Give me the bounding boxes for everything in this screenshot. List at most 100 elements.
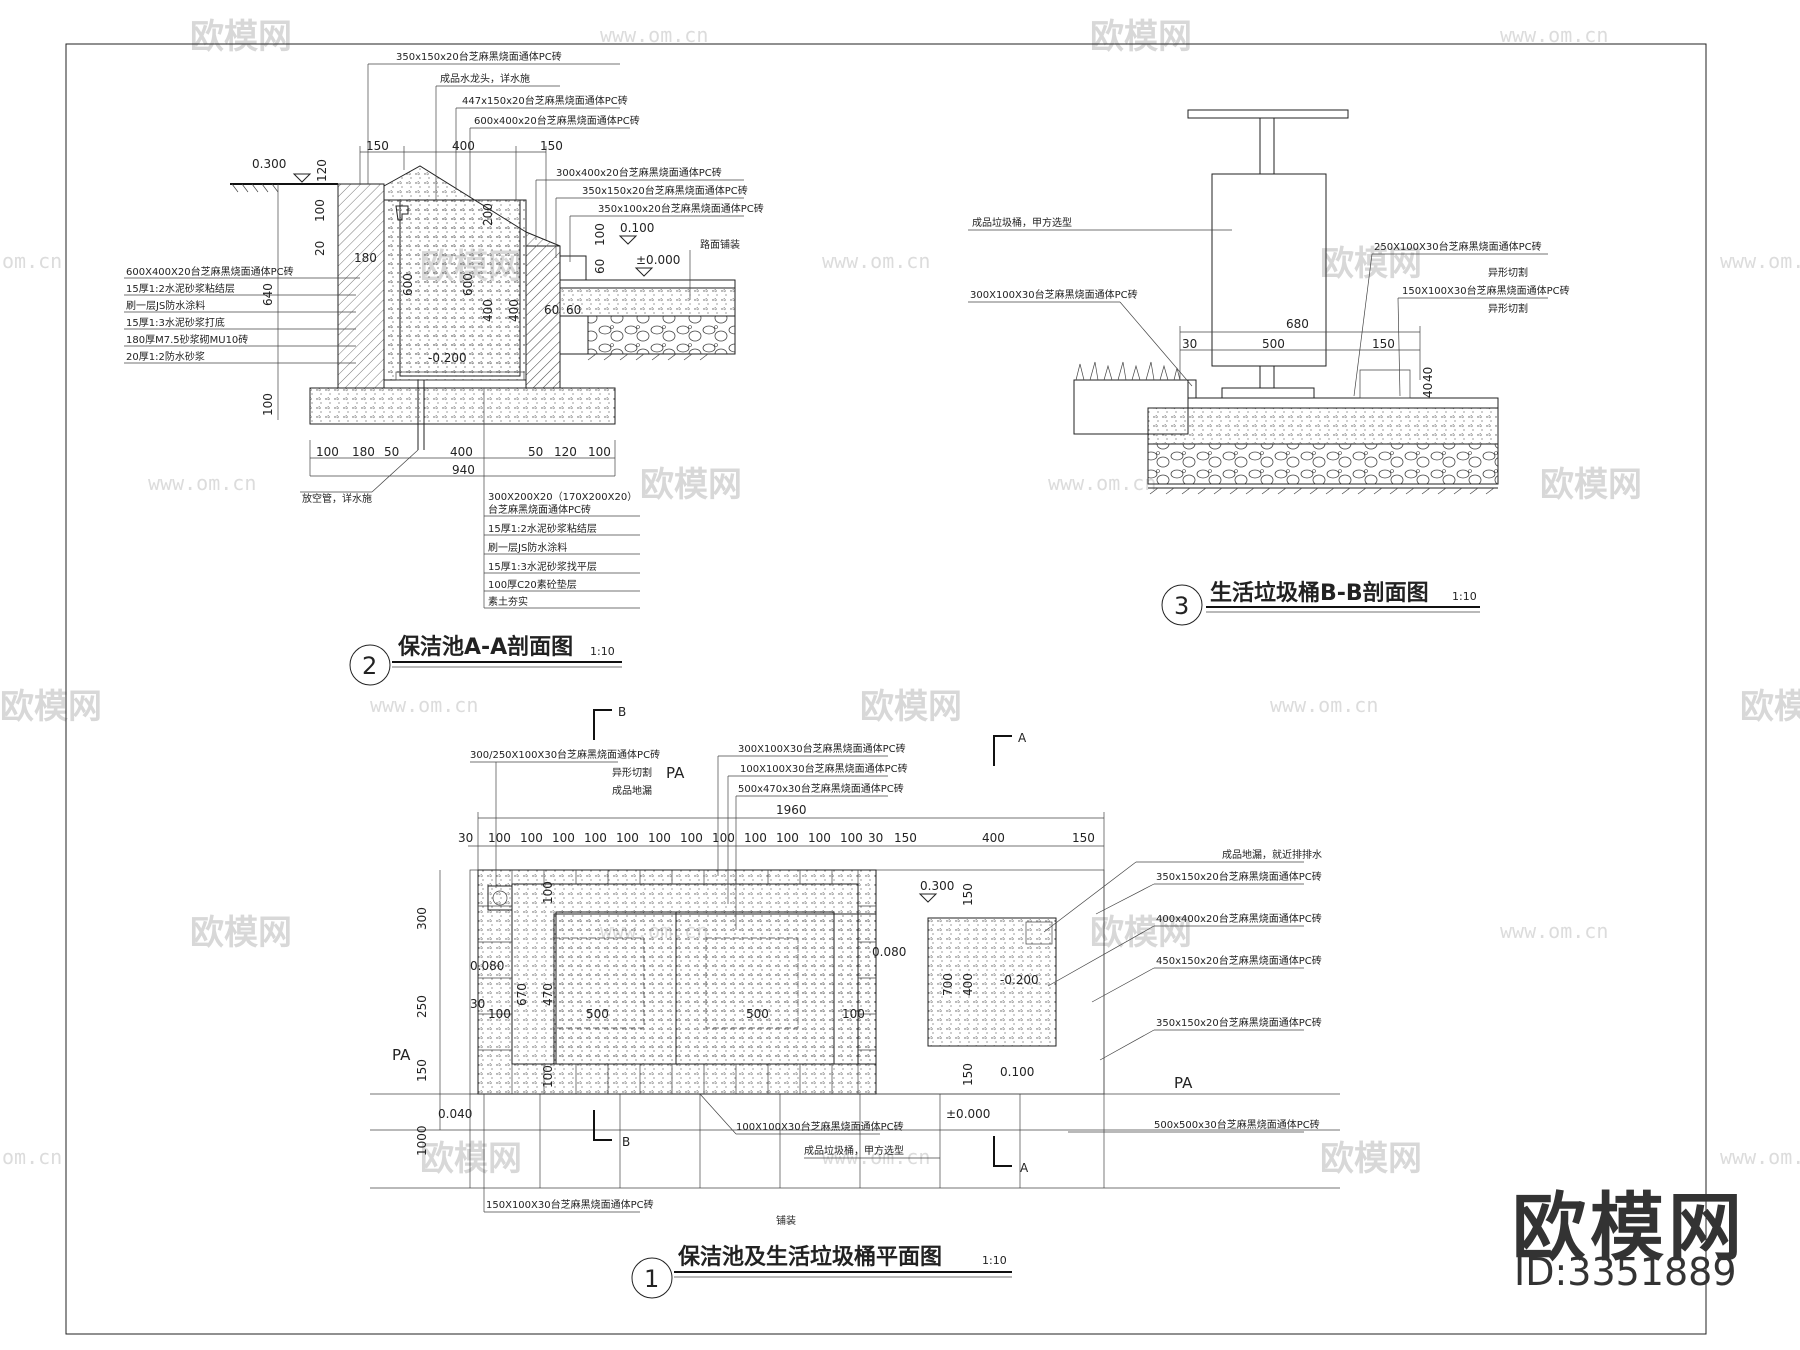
dim-label: 150 (540, 139, 563, 153)
section-mark: B (622, 1135, 630, 1149)
section-a-title: 2 保洁池A-A剖面图 1:10 (349, 634, 622, 686)
dim-label: 150 (961, 1063, 975, 1086)
paving-slab (1187, 397, 1499, 409)
note-text: 180厚M7.5砂浆砌MU10砖 (126, 333, 248, 346)
dim-label: 700 (941, 973, 955, 996)
note-text: 15厚1:2水泥砂浆粘结层 (126, 282, 235, 295)
note-text: 150X100X30台芝麻黑烧面通体PC砖 (486, 1198, 654, 1211)
note-text: 100X100X30台芝麻黑烧面通体PC砖 (740, 762, 908, 775)
dim-label: 30 (1182, 337, 1197, 351)
dim-label: 150 (366, 139, 389, 153)
brand-logo: 欧模网 (1512, 1185, 1746, 1271)
dim-label: 100 (541, 881, 555, 904)
dim-label: 500 (1262, 337, 1285, 351)
drawing-number: 3 (1174, 592, 1189, 620)
note-text: 150X100X30台芝麻黑烧面通体PC砖 (1402, 284, 1570, 297)
watermark-layer: 欧模网 欧模网 www.om.cn www.om.cn 欧模网 欧模网 www.… (0, 17, 1800, 1179)
note-text: 台芝麻黑烧面通体PC砖 (488, 503, 591, 516)
dim-label: 100 (712, 831, 735, 845)
watermark-logo: 欧模网 (190, 17, 292, 57)
trash-bin-pad (927, 917, 1057, 1047)
level-label: 0.080 (470, 959, 504, 973)
dim-label: 30 (458, 831, 473, 845)
dim-label: 400 (481, 299, 495, 322)
note-text: 300X100X30台芝麻黑烧面通体PC砖 (970, 288, 1138, 301)
dim-label: 100 (648, 831, 671, 845)
dim-label: 250 (415, 995, 429, 1018)
dim-label: 100 (520, 831, 543, 845)
dim-label: 600 (461, 273, 475, 296)
dim-label: 100 (488, 1007, 511, 1021)
note-text: 350x100x20台芝麻黑烧面通体PC砖 (598, 202, 764, 215)
level-label: 0.080 (872, 945, 906, 959)
dim-label: 60 (544, 303, 559, 317)
dim-label: 150 (1372, 337, 1395, 351)
faucet-icon (395, 205, 409, 221)
watermark-url: www.om.cn (1720, 249, 1800, 273)
paving-label: PA (1174, 1074, 1193, 1092)
level-label: -0.200 (428, 351, 467, 365)
watermark-logo: 欧模网 (1540, 465, 1642, 505)
note-text: 600x400x20台芝麻黑烧面通体PC砖 (474, 114, 640, 127)
note-text: 400x400x20台芝麻黑烧面通体PC砖 (1156, 912, 1322, 925)
level-label: 0.100 (620, 221, 654, 235)
dim-label: 640 (261, 283, 275, 306)
section-mark: A (1018, 731, 1027, 745)
note-text: 放空管，详水施 (302, 492, 372, 505)
note-text: 15厚1:2水泥砂浆粘结层 (488, 522, 597, 535)
left-wall (337, 183, 385, 389)
dim-label: 150 (415, 1059, 429, 1082)
dim-label: 100 (842, 1007, 865, 1021)
note-text: 路面铺装 (700, 238, 740, 251)
dim-label: 100 (552, 831, 575, 845)
watermark-url: www.om.cn (1270, 693, 1378, 717)
level-label: 0.300 (920, 879, 954, 893)
dim-label: 100 (808, 831, 831, 845)
dim-label: 100 (584, 831, 607, 845)
gravel-base (587, 315, 736, 355)
section-mark: B (618, 705, 626, 719)
watermark-logo: 欧模网 (640, 465, 742, 505)
dim-label: 120 (315, 159, 329, 182)
note-text: 250X100X30台芝麻黑烧面通体PC砖 (1374, 240, 1542, 253)
drawing-scale: 1:10 (590, 645, 615, 658)
note-text: 300X200X20（170X200X20） (488, 491, 637, 503)
gravel-base (1147, 443, 1499, 485)
watermark-logo: 欧模网 (1320, 1139, 1422, 1179)
paving-label: PA (392, 1046, 411, 1064)
dim-label: 100 (744, 831, 767, 845)
note-text: 500x470x30台芝麻黑烧面通体PC砖 (738, 782, 904, 795)
note-text: 600X400X20台芝麻黑烧面通体PC砖 (126, 265, 294, 278)
watermark-logo: 欧模网 (190, 913, 292, 953)
dim-label: 40 (1421, 367, 1435, 382)
drawing-scale: 1:10 (982, 1254, 1007, 1267)
note-text: 350x150x20台芝麻黑烧面通体PC砖 (1156, 870, 1322, 883)
watermark-url: www.om.cn (600, 23, 708, 47)
dim-label: 200 (481, 203, 495, 226)
note-text: 500x500x30台芝麻黑烧面通体PC砖 (1154, 1118, 1320, 1131)
dim-label: 100 (541, 1065, 555, 1088)
drawing-number: 2 (362, 652, 377, 680)
note-text: 15厚1:3水泥砂浆找平层 (488, 560, 597, 573)
note-text: 刷一层JS防水涂料 (126, 299, 205, 312)
dim-label: 100 (261, 393, 275, 416)
drawing-title: 保洁池及生活垃圾桶平面图 (677, 1244, 942, 1270)
note-text: 450x150x20台芝麻黑烧面通体PC砖 (1156, 954, 1322, 967)
drawing-number-circle (631, 1257, 673, 1299)
drawing-number-circle (349, 644, 391, 686)
note-text: 300x400x20台芝麻黑烧面通体PC砖 (556, 166, 722, 179)
dim-label: 1000 (415, 1125, 429, 1156)
dim-label: 300 (415, 907, 429, 930)
dim-label: 60 (566, 303, 581, 317)
watermark-url: www.om.cn (1720, 1145, 1800, 1169)
watermark-logo: 欧模网 (0, 687, 102, 727)
dim-label: 400 (507, 299, 521, 322)
dim-label: 100 (840, 831, 863, 845)
drawing-number: 1 (644, 1265, 659, 1293)
dim-label: 50 (384, 445, 399, 459)
note-text: 异形切割 (1488, 266, 1528, 279)
watermark-url: om.cn (2, 249, 62, 273)
section-b-drawing: 680 30 500 150 40 40 成品垃圾桶，甲方选型 300X100X… (968, 109, 1570, 495)
watermark-url: www.om.cn (1048, 471, 1156, 495)
